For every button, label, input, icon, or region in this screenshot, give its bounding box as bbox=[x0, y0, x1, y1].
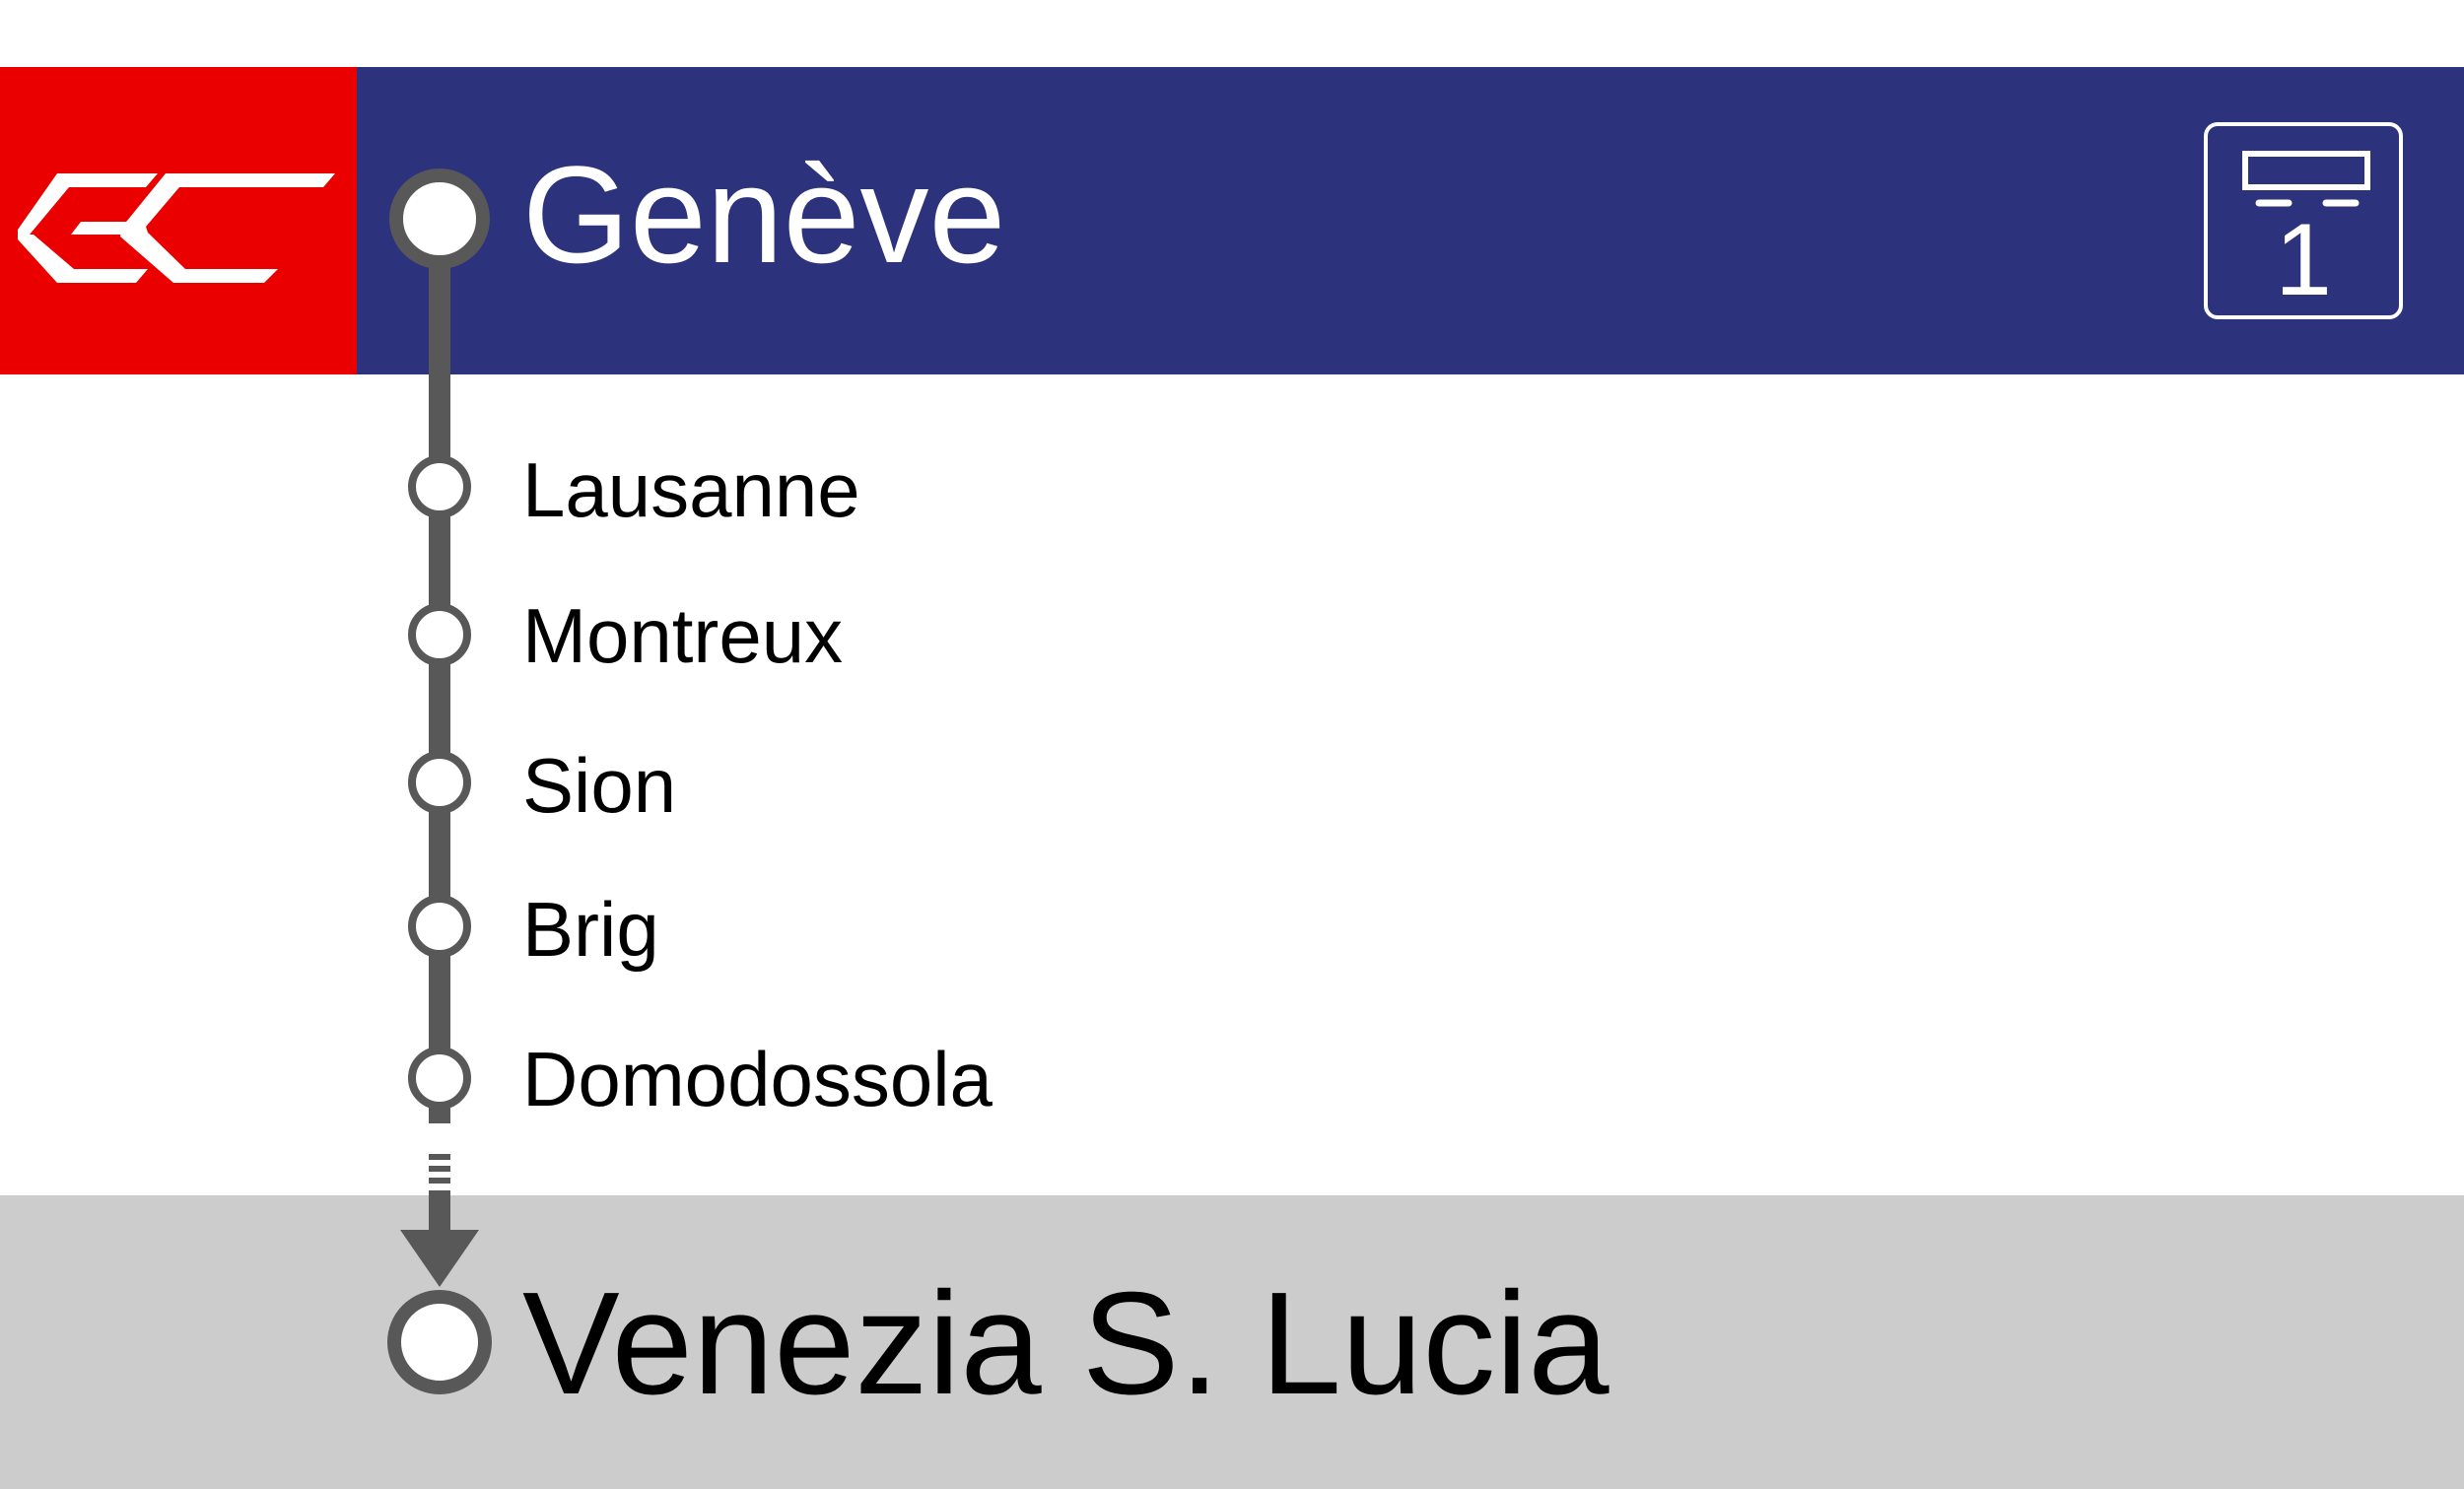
first-class-sign: 1 bbox=[2204, 122, 2403, 319]
origin-stop-marker bbox=[389, 169, 490, 269]
stop-brig: Brig bbox=[522, 886, 659, 973]
destination-stop-marker bbox=[387, 1290, 492, 1394]
first-class-number: 1 bbox=[2275, 203, 2332, 317]
destination-station: Venezia S. Lucia bbox=[522, 1262, 1609, 1425]
stop-domodossola: Domodossola bbox=[522, 1036, 992, 1122]
stop-marker bbox=[408, 603, 471, 666]
route-arrow-icon bbox=[400, 1230, 479, 1287]
stop-montreux: Montreux bbox=[522, 592, 844, 679]
ec-logo-e bbox=[18, 173, 158, 283]
stop-marker bbox=[408, 751, 471, 814]
stop-marker bbox=[408, 1047, 471, 1110]
stop-sion: Sion bbox=[522, 742, 677, 829]
ec-logo bbox=[0, 67, 357, 374]
origin-station: Genève bbox=[522, 137, 1006, 292]
ec-logo-c bbox=[120, 173, 335, 283]
first-class-seat-icon bbox=[2242, 151, 2370, 207]
stop-marker bbox=[408, 895, 471, 958]
stop-marker bbox=[408, 455, 471, 518]
stop-lausanne: Lausanne bbox=[522, 446, 860, 533]
